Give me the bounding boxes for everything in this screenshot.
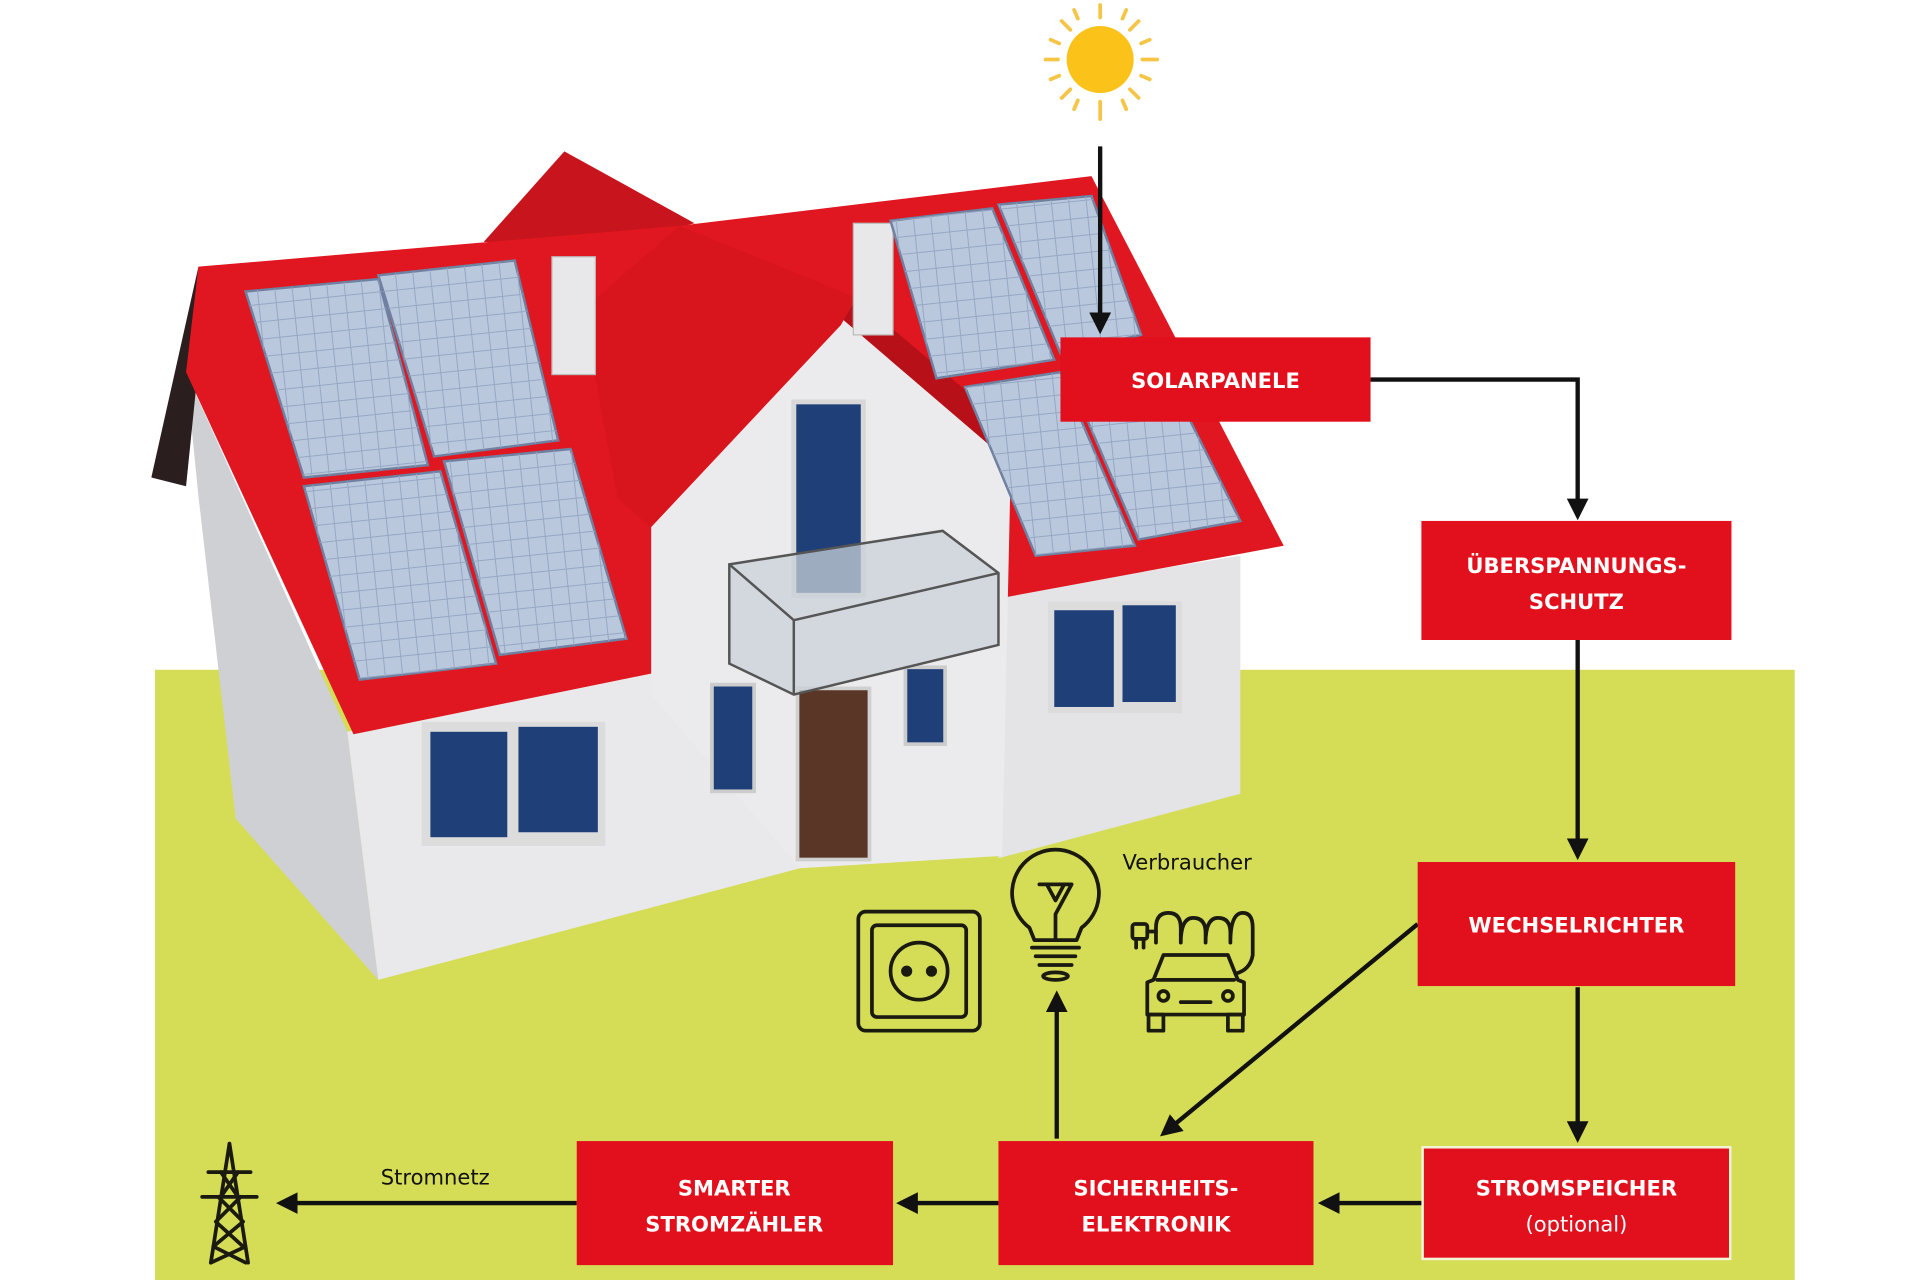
box-label: WECHSELRICHTER xyxy=(1468,913,1684,938)
box-solarpanele: SOLARPANELE xyxy=(1060,337,1371,422)
chimney xyxy=(852,222,894,336)
box-stromspeicher: STROMSPEICHER (optional) xyxy=(1421,1146,1732,1261)
window xyxy=(518,726,598,833)
house-left-wall xyxy=(186,372,379,980)
window xyxy=(710,682,756,794)
balcony xyxy=(728,529,1000,696)
box-label: SCHUTZ xyxy=(1529,589,1624,614)
box-wechselrichter: WECHSELRICHTER xyxy=(1417,862,1736,987)
box-label: SOLARPANELE xyxy=(1131,368,1300,393)
chimney xyxy=(551,256,596,376)
house-gable-dark xyxy=(151,266,205,487)
power-socket-icon xyxy=(856,909,982,1033)
box-label: STROMZÄHLER xyxy=(645,1212,823,1237)
power-tower-icon xyxy=(200,1141,259,1265)
light-bulb-icon xyxy=(1010,847,1101,982)
center-gable-roof xyxy=(582,225,856,528)
window xyxy=(1122,605,1176,703)
sun-icon xyxy=(1043,3,1160,121)
window xyxy=(903,665,947,747)
box-label: ELEKTRONIK xyxy=(1082,1212,1232,1237)
box-ueberspannungsschutz: ÜBERSPANNUNGS- SCHUTZ xyxy=(1421,520,1732,640)
roof-back-ridge xyxy=(483,151,695,249)
window xyxy=(1054,610,1114,707)
window xyxy=(430,731,508,838)
flow-arrows xyxy=(275,146,1589,1214)
box-smarter-stromzaehler: SMARTER STROMZÄHLER xyxy=(576,1141,894,1266)
box-sublabel: (optional) xyxy=(1525,1212,1627,1237)
stromnetz-label: Stromnetz xyxy=(381,1164,490,1189)
box-label: ÜBERSPANNUNGS- xyxy=(1466,553,1686,578)
box-sicherheitselektronik: SICHERHEITS- ELEKTRONIK xyxy=(998,1141,1314,1266)
box-label: SICHERHEITS- xyxy=(1073,1176,1238,1201)
verbraucher-label: Verbraucher xyxy=(1122,849,1252,874)
box-label: SMARTER xyxy=(678,1176,791,1201)
electric-car-icon xyxy=(1130,911,1255,1033)
box-label: STROMSPEICHER xyxy=(1476,1176,1677,1201)
door xyxy=(795,686,872,862)
